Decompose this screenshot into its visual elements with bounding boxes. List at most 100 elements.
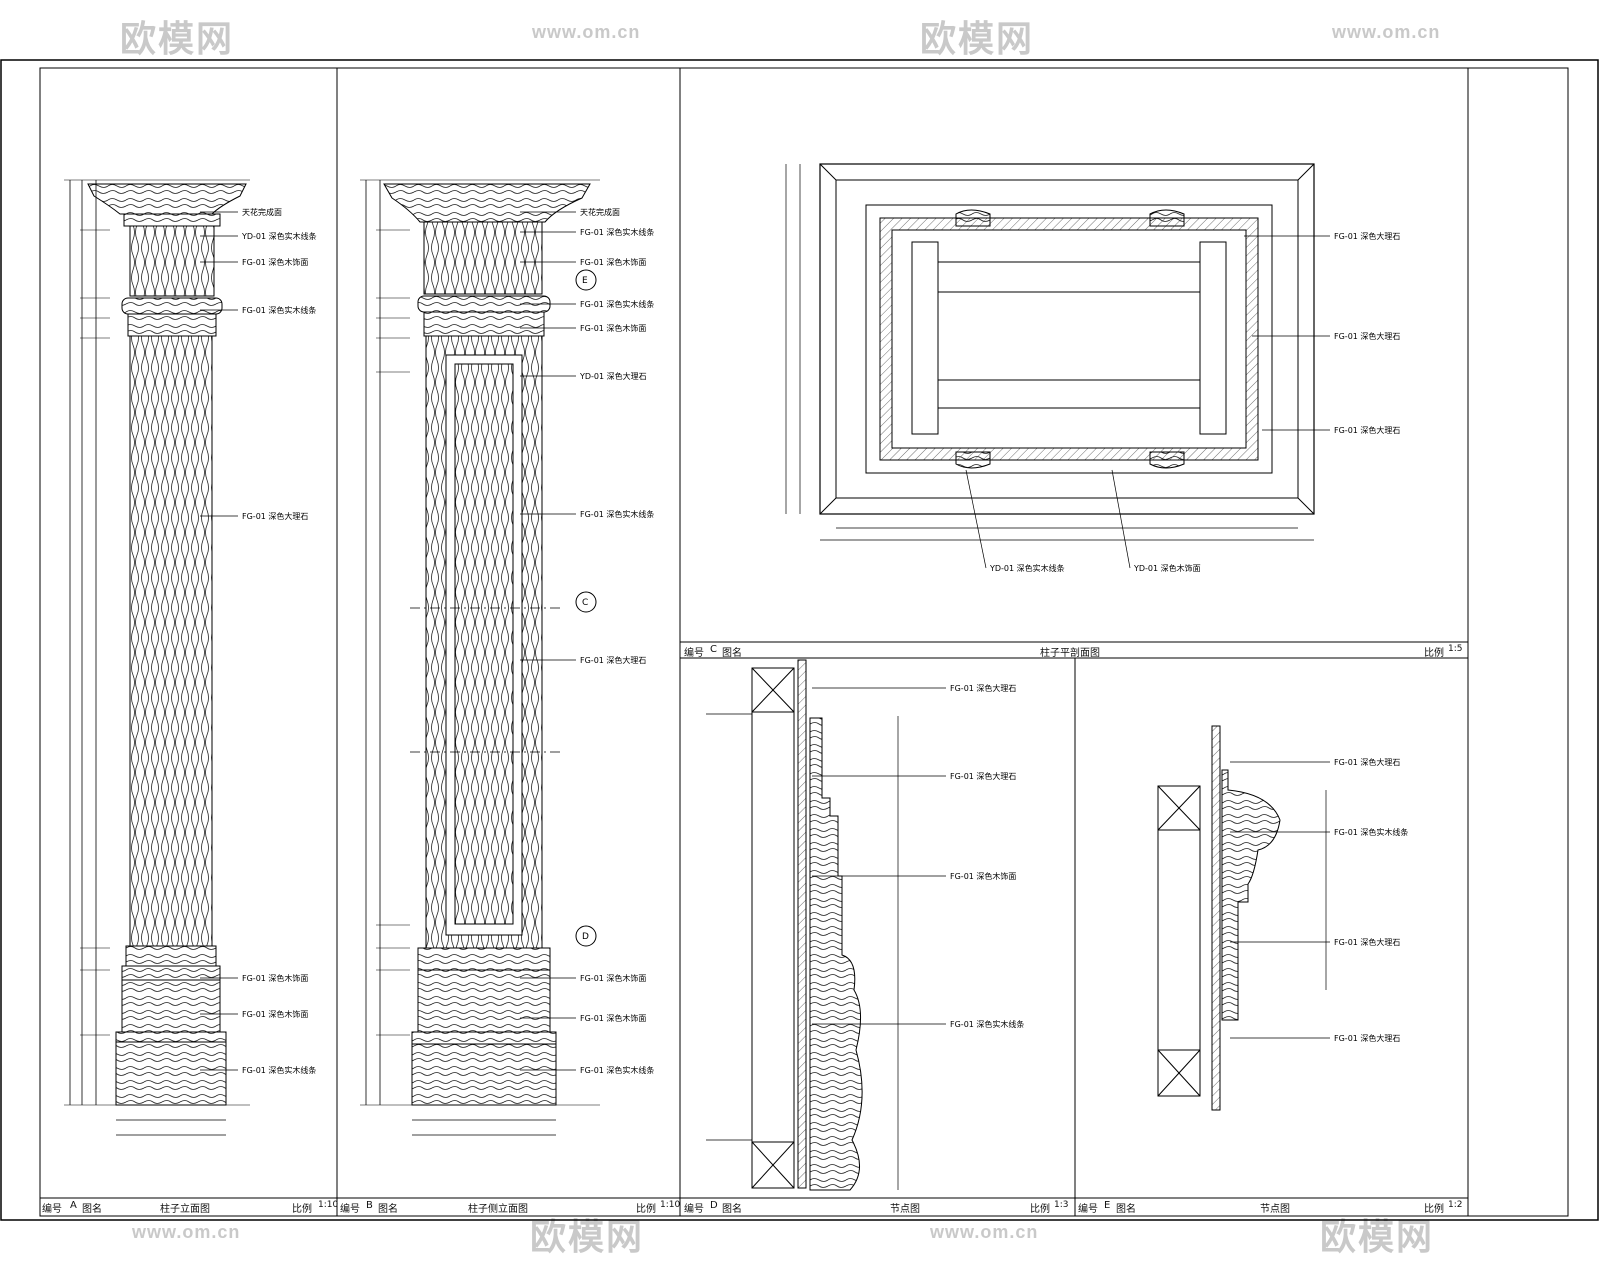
title-scale-e: 1:2 <box>1448 1200 1463 1210</box>
title-scale-label-d: 比例 <box>1030 1204 1050 1215</box>
callout-b-9: FG-01 深色木饰面 <box>520 1013 646 1023</box>
title-name-label-c: 图名 <box>722 648 742 659</box>
callout-c-0: FG-01 深色大理石 <box>1244 231 1400 241</box>
callout-b-1: FG-01 深色实木线条 <box>520 227 654 237</box>
callout-label: YD-01 深色实木线条 <box>241 231 317 241</box>
watermark-url: www.om.cn <box>930 1222 1039 1242</box>
callout-label: FG-01 深色实木线条 <box>580 1065 654 1075</box>
title-name-label-b: 图名 <box>378 1204 398 1215</box>
title-name-label-d: 图名 <box>722 1204 742 1215</box>
leader-line <box>1111 469 1131 569</box>
column-elevation-a <box>64 179 250 1136</box>
leader-line <box>965 469 987 569</box>
title-name-label-a: 图名 <box>82 1204 102 1215</box>
section-marker-label: E <box>582 276 588 286</box>
watermark-url: www.om.cn <box>1332 22 1441 42</box>
callout-label: FG-01 深色大理石 <box>1334 231 1400 241</box>
callouts-a: 天花完成面 YD-01 深色实木线条 FG-01 深色木饰面 FG-01 深色实木线条… <box>200 207 317 1075</box>
callout-b-5: YD-01 深色大理石 <box>520 371 647 381</box>
sheet-border <box>0 59 1599 1221</box>
callout-label: FG-01 深色木饰面 <box>580 1013 646 1023</box>
callout-label: FG-01 深色实木线条 <box>580 509 654 519</box>
title-name-c: 柱子平剖面图 <box>1040 648 1100 659</box>
callout-e-3: FG-01 深色大理石 <box>1230 1033 1400 1043</box>
callout-a-2: FG-01 深色木饰面 <box>200 257 308 267</box>
column-elevation-b <box>360 179 600 1136</box>
callout-a-7: FG-01 深色实木线条 <box>200 1065 316 1075</box>
callout-label: FG-01 深色木饰面 <box>580 257 646 267</box>
callout-label: FG-01 深色大理石 <box>950 771 1016 781</box>
callout-label: FG-01 深色实木线条 <box>242 305 316 315</box>
callouts-b: 天花完成面 FG-01 深色实木线条 FG-01 深色木饰面 FG-01 深色实木线条… <box>520 207 654 1075</box>
watermark-url: www.om.cn <box>132 1222 241 1242</box>
callout-label: FG-01 深色大理石 <box>242 511 308 521</box>
title-code-e: E <box>1104 1200 1111 1211</box>
callout-b-0: 天花完成面 <box>520 207 620 217</box>
callout-label: FG-01 深色木饰面 <box>242 973 308 983</box>
callout-label: FG-01 深色实木线条 <box>950 1019 1024 1029</box>
callout-label: FG-01 深色实木线条 <box>1334 827 1408 837</box>
callout-b-6: FG-01 深色实木线条 <box>520 509 654 519</box>
title-code-d: D <box>710 1200 718 1211</box>
title-scale-c: 1:5 <box>1448 644 1463 654</box>
callout-e-2: FG-01 深色大理石 <box>1230 937 1400 947</box>
callout-c-4: YD-01 深色木饰面 <box>1111 469 1201 573</box>
title-scale-b: 1:10 <box>660 1200 681 1210</box>
callout-label: YD-01 深色实木线条 <box>989 563 1065 573</box>
callout-label: FG-01 深色大理石 <box>1334 937 1400 947</box>
callout-a-0: 天花完成面 <box>200 207 282 217</box>
callout-label: FG-01 深色木饰面 <box>242 1009 308 1019</box>
column-plan-section <box>785 163 1315 541</box>
callout-c-3: YD-01 深色实木线条 <box>965 469 1065 573</box>
callout-b-7: FG-01 深色大理石 <box>520 655 646 665</box>
section-markers-b: ECD <box>575 269 597 947</box>
title-code-label-b: 编号 <box>340 1204 360 1215</box>
callout-label: YD-01 深色大理石 <box>579 371 647 381</box>
callout-d-3: FG-01 深色实木线条 <box>812 1019 1024 1029</box>
callout-label: FG-01 深色大理石 <box>1334 331 1400 341</box>
watermark-url: www.om.cn <box>532 22 641 42</box>
callout-label: FG-01 深色实木线条 <box>242 1065 316 1075</box>
callout-label: FG-01 深色大理石 <box>1334 1033 1400 1043</box>
watermark-logo: 欧模网 <box>1320 1216 1435 1257</box>
title-code-label-e: 编号 <box>1078 1204 1098 1215</box>
title-code-label-c: 编号 <box>684 648 704 659</box>
callout-label: FG-01 深色实木线条 <box>580 299 654 309</box>
callout-d-0: FG-01 深色大理石 <box>812 683 1016 693</box>
callout-e-0: FG-01 深色大理石 <box>1230 757 1400 767</box>
section-marker-circle <box>575 925 597 947</box>
callout-b-2: FG-01 深色木饰面 <box>520 257 646 267</box>
title-code-a: A <box>70 1200 77 1211</box>
title-scale-d: 1:3 <box>1054 1200 1069 1210</box>
callout-label: FG-01 深色木饰面 <box>242 257 308 267</box>
callouts-e: FG-01 深色大理石 FG-01 深色实木线条 FG-01 深色大理石 FG-01 … <box>1230 757 1408 1043</box>
detail-node-e <box>1157 725 1327 1111</box>
title-name-a: 柱子立面图 <box>160 1204 210 1215</box>
section-marker-circle <box>575 591 597 613</box>
callout-a-6: FG-01 深色木饰面 <box>200 1009 308 1019</box>
callout-label: 天花完成面 <box>580 207 620 217</box>
title-code-label-a: 编号 <box>42 1204 62 1215</box>
section-marker-label: D <box>582 932 589 942</box>
title-scale-label-e: 比例 <box>1424 1204 1444 1215</box>
callout-label: FG-01 深色实木线条 <box>580 227 654 237</box>
title-scale-a: 1:10 <box>318 1200 339 1210</box>
watermark-logo: 欧模网 <box>120 18 235 59</box>
title-name-b: 柱子侧立面图 <box>468 1204 528 1215</box>
title-code-b: B <box>366 1200 373 1211</box>
callout-label: 天花完成面 <box>242 207 282 217</box>
callout-label: FG-01 深色大理石 <box>950 683 1016 693</box>
callout-label: FG-01 深色木饰面 <box>950 871 1016 881</box>
inner-border <box>39 67 1569 1217</box>
callout-d-2: FG-01 深色木饰面 <box>812 871 1016 881</box>
callout-label: FG-01 深色大理石 <box>1334 757 1400 767</box>
title-code-label-d: 编号 <box>684 1204 704 1215</box>
callout-label: FG-01 深色大理石 <box>580 655 646 665</box>
callout-a-5: FG-01 深色木饰面 <box>200 973 308 983</box>
title-code-c: C <box>710 644 717 655</box>
title-name-e: 节点图 <box>1260 1204 1290 1215</box>
callout-a-1: YD-01 深色实木线条 <box>200 231 317 241</box>
title-name-d: 节点图 <box>890 1204 920 1215</box>
